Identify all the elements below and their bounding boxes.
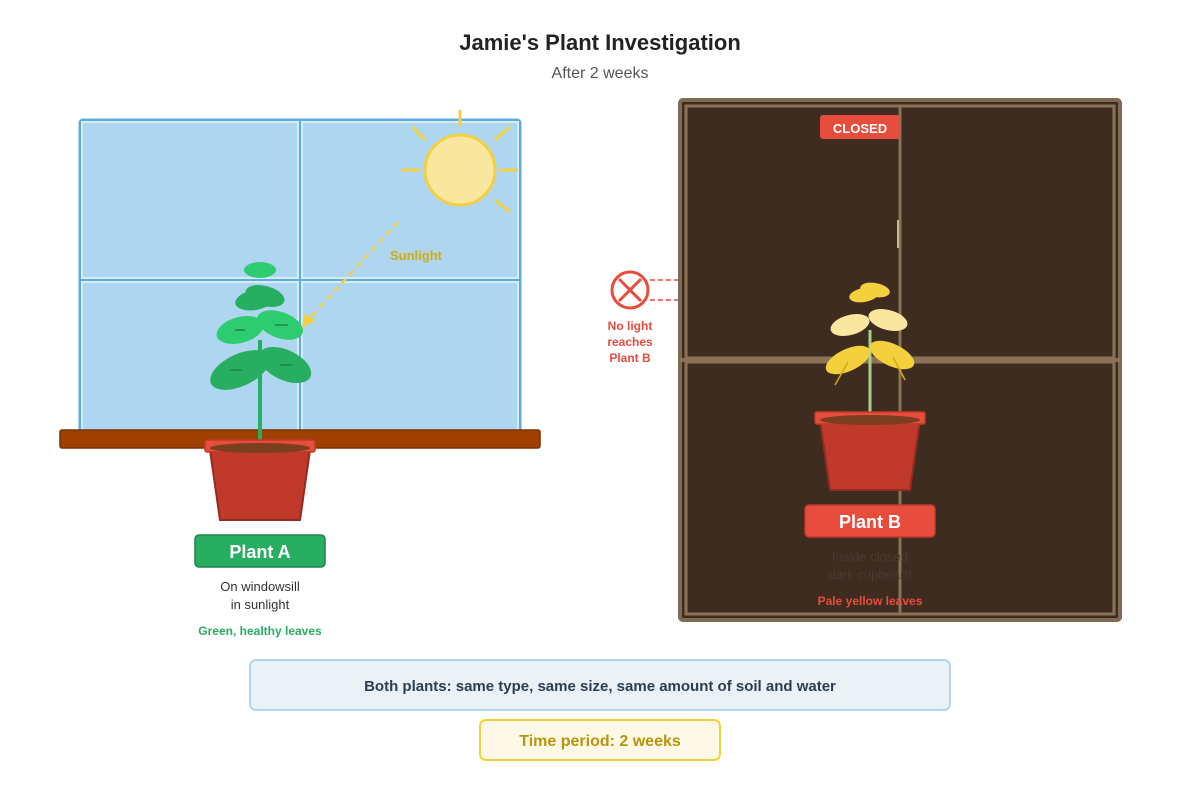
plant-a-leaf — [245, 285, 285, 307]
plant-b-label: Plant B — [839, 512, 901, 532]
no-light-line3: Plant B — [609, 351, 651, 365]
plant-a-pot — [204, 439, 316, 521]
plant-b-leaf — [860, 282, 890, 298]
sunlight-arrowhead — [302, 314, 316, 328]
no-light-line2: reaches — [607, 335, 653, 349]
plant-b-droop — [892, 356, 906, 381]
plant-a-result: Green, healthy leaves — [198, 624, 322, 638]
window-pane — [81, 121, 299, 279]
sunlight-ray — [307, 221, 399, 321]
plant-b-result: Pale yellow leaves — [818, 594, 923, 608]
no-light-line1: No light — [608, 319, 653, 333]
plant-a-location-line1: On windowsill — [220, 579, 300, 594]
plant-a-leaf — [244, 262, 276, 278]
plant-b-pot — [814, 411, 926, 491]
plant-b-leaf — [868, 309, 908, 331]
controls-note: Both plants: same type, same size, same … — [364, 678, 836, 695]
x-circle-icon — [610, 270, 650, 310]
plant-b-leaf — [830, 314, 870, 336]
sunlight-label: Sunlight — [390, 248, 443, 263]
plant-b-location-line1: Inside closed — [832, 549, 908, 564]
page-title: Jamie's Plant Investigation — [459, 30, 741, 55]
plant-b-leaf — [825, 345, 871, 375]
plant-a-badge — [194, 534, 326, 568]
time-period: Time period: 2 weeks — [519, 733, 681, 750]
plant-b-location-line2: dark cupboard — [828, 567, 911, 582]
plant-a-location-line2: in sunlight — [231, 597, 290, 612]
window-pane — [301, 121, 519, 279]
plant-b-leaf — [869, 340, 915, 370]
plant-b-illustration — [825, 282, 915, 420]
plant-a-illustration — [210, 262, 312, 450]
plant-b-badge — [804, 504, 936, 538]
plant-b-droop — [834, 361, 849, 386]
time-period-box — [479, 719, 721, 761]
closed-tag-label: CLOSED — [833, 121, 887, 136]
controls-note-box — [249, 659, 951, 711]
closed-tag — [820, 115, 900, 139]
plant-a-label: Plant A — [229, 542, 290, 562]
sun-icon — [402, 110, 518, 214]
page-subtitle: After 2 weeks — [552, 65, 649, 82]
